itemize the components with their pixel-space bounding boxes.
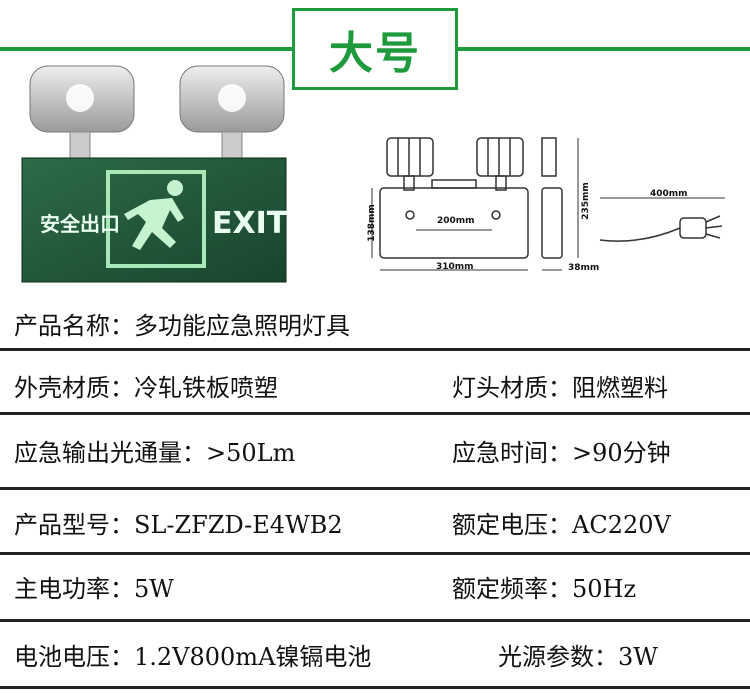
spec-housing: 外壳材质：冷轧铁板喷塑	[14, 374, 278, 402]
sign-text-en: EXIT	[212, 206, 288, 241]
spec-model: 产品型号：SL-ZFZD-E4WB2	[14, 511, 343, 539]
spec-name: 产品名称：多功能应急照明灯具	[14, 312, 350, 340]
row-divider	[0, 412, 750, 415]
spec-light-source: 光源参数：3W	[498, 643, 658, 671]
row-divider	[0, 686, 750, 689]
spec-battery: 电池电压：1.2V800mA镍镉电池	[14, 643, 372, 671]
dim-310: 310mm	[436, 262, 474, 272]
running-man-icon	[124, 180, 184, 250]
lamp-head-right	[179, 65, 285, 159]
dim-235: 235mm	[580, 182, 591, 220]
spec-power: 主电功率：5W	[14, 575, 174, 603]
row-divider	[0, 619, 750, 622]
spec-voltage: 额定电压：AC220V	[452, 511, 671, 539]
spec-lamp-head: 灯头材质：阻燃塑料	[452, 374, 668, 402]
row-divider	[0, 487, 750, 490]
row-divider	[0, 348, 750, 351]
dim-400: 400mm	[650, 189, 688, 199]
lamp-head-left	[29, 65, 135, 159]
spec-frequency: 额定频率：50Hz	[452, 575, 637, 603]
spec-emergency-time: 应急时间：>90分钟	[452, 439, 671, 467]
dim-138: 138mm	[366, 204, 377, 242]
spec-flux: 应急输出光通量：>50Lm	[14, 439, 296, 467]
page-title: 大号	[292, 8, 458, 90]
dim-38: 38mm	[568, 263, 600, 273]
row-divider	[0, 552, 750, 555]
sign-text-cn: 安全出口	[40, 212, 120, 236]
dim-200: 200mm	[437, 216, 475, 226]
product-photo	[21, 65, 287, 283]
dimension-drawing	[371, 137, 725, 271]
